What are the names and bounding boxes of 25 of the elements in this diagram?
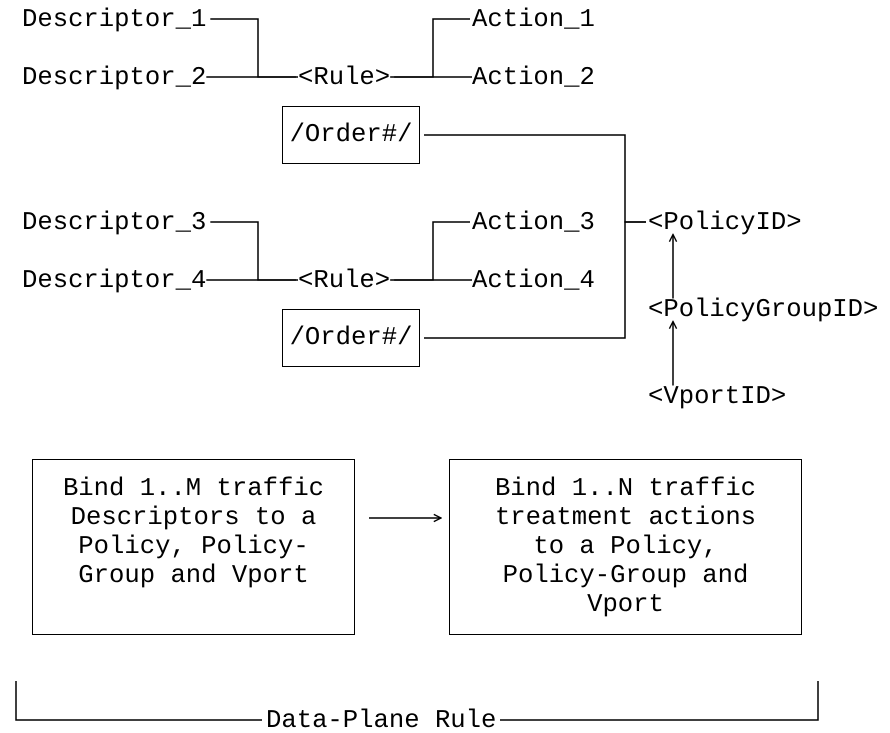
node-label: Descriptor_3 [22, 208, 206, 236]
process-box: Bind 1..M traffic Descriptors to a Policy, Policy-Group and Vport [32, 459, 355, 635]
node-label: Descriptor_4 [22, 266, 206, 294]
node-label: <PolicyGroupID> [648, 294, 878, 324]
node-label: Descriptor_1 [22, 4, 206, 34]
connector-line [206, 76, 298, 78]
node-label: Descriptor_2 [22, 62, 206, 92]
node-label: <VportID> [648, 382, 786, 410]
process-box: Bind 1..N traffic treatment actions to a Policy, Policy-Group and Vport [449, 459, 802, 635]
order-box: /Order#/ [282, 106, 420, 164]
node-label: <Rule> [298, 62, 390, 92]
arrow [668, 320, 678, 386]
arrow [668, 234, 678, 298]
node-label: Action_3 [472, 208, 595, 236]
connector-line [390, 76, 472, 78]
connector-line [390, 279, 472, 281]
arrow [369, 514, 442, 522]
node-label: <Rule> [298, 266, 390, 294]
connector-line [206, 279, 298, 281]
node-label: Action_1 [472, 4, 595, 34]
order-box: /Order#/ [282, 309, 420, 367]
node-label: Action_4 [472, 266, 595, 294]
node-label: <PolicyID> [648, 208, 802, 236]
node-label: Action_2 [472, 62, 595, 92]
connector-line [424, 221, 646, 339]
